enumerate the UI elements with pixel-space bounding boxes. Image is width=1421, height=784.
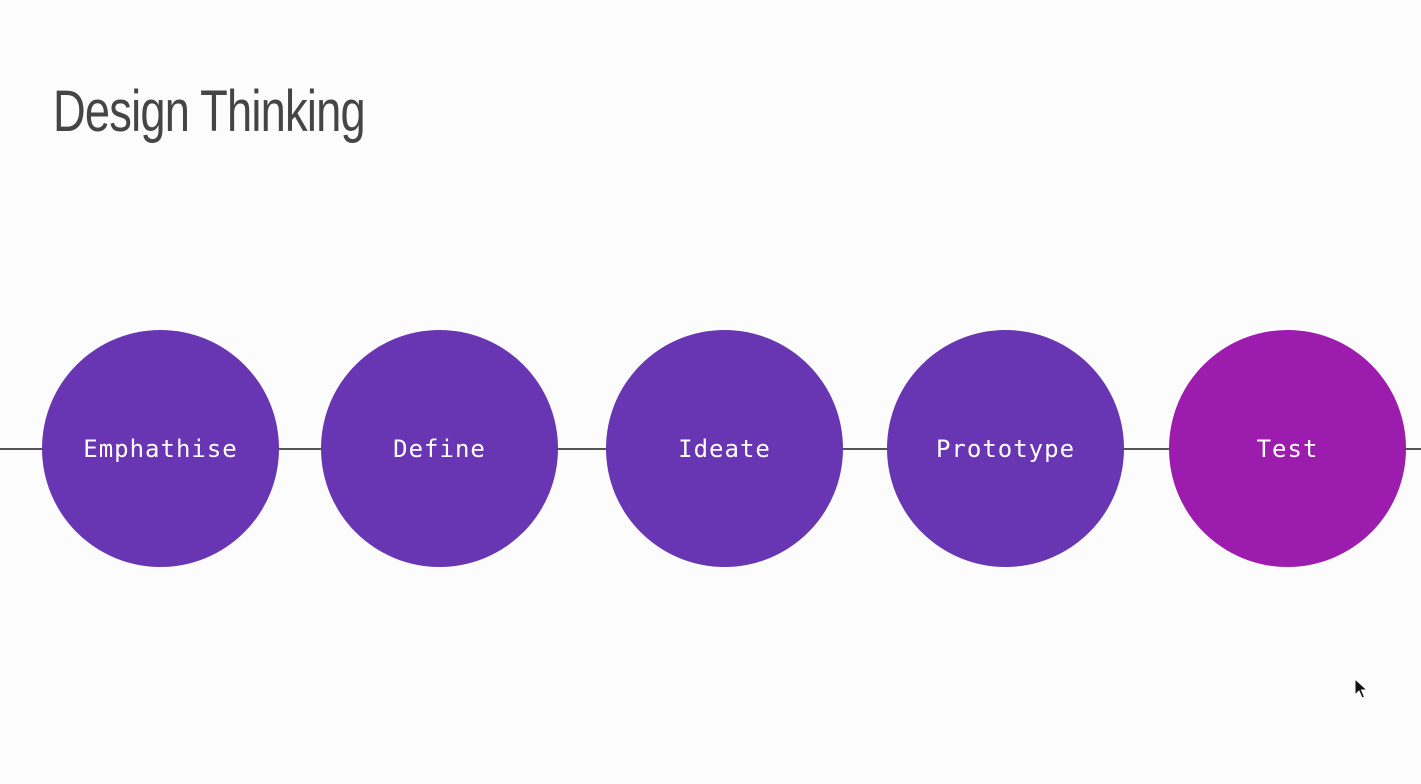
stage-label: Test	[1256, 434, 1319, 463]
stage-label: Emphathise	[83, 434, 238, 463]
stage-test: Test	[1169, 330, 1406, 567]
stage-emphathise: Emphathise	[42, 330, 279, 567]
stage-label: Define	[393, 434, 486, 463]
stage-ideate: Ideate	[606, 330, 843, 567]
stage-label: Ideate	[678, 434, 771, 463]
stage-define: Define	[321, 330, 558, 567]
mouse-pointer-icon	[1354, 678, 1368, 699]
stage-prototype: Prototype	[887, 330, 1124, 567]
stage-label: Prototype	[935, 434, 1076, 463]
slide-title: Design Thinking	[53, 79, 366, 144]
